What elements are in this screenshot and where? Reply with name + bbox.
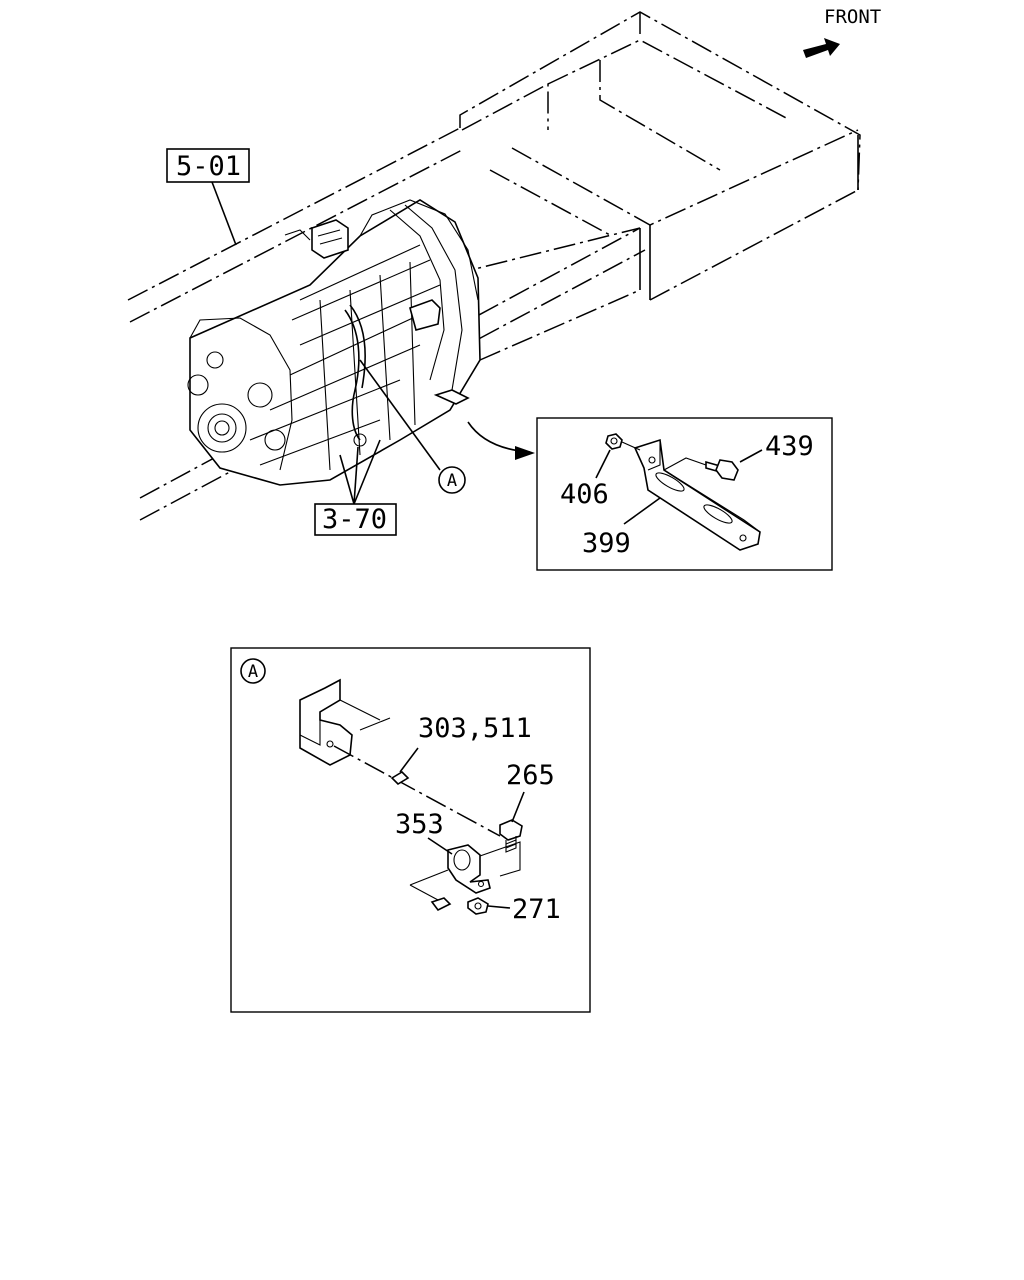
part-leader-303-511 [399, 747, 419, 773]
part-label-271: 271 [512, 894, 561, 925]
detail-a-marker-text: A [447, 471, 457, 491]
pin-lower-icon [409, 869, 452, 912]
frame-ref-leader [211, 181, 237, 246]
part-label-406: 406 [560, 479, 609, 510]
clamp-353-icon [447, 841, 521, 894]
frame-ref-box [166, 148, 250, 183]
front-arrow-icon [803, 38, 840, 58]
part-label-439: 439 [765, 431, 814, 462]
part-leader-439 [739, 449, 763, 463]
transmission-assembly [187, 199, 481, 486]
bracket-inset-frame [536, 417, 833, 571]
part-leader-406 [595, 449, 611, 479]
bolt-439-icon [663, 457, 739, 481]
nut-406-icon [605, 433, 641, 451]
part-leader-353 [427, 837, 453, 855]
part-label-399: 399 [582, 528, 631, 559]
nut-271-icon [467, 897, 489, 915]
detail-a-frame [230, 647, 591, 1013]
frame-ref-label: 5-01 [176, 151, 241, 182]
transmission-ref-label: 3-70 [322, 504, 387, 535]
part-leader-271 [487, 905, 511, 909]
mount-plate-icon [299, 678, 391, 766]
part-leader-265 [511, 791, 525, 823]
transmission-ref-box [314, 503, 397, 536]
detail-a-box-marker-text: A [248, 662, 258, 682]
assembly-axis-line [333, 745, 501, 837]
part-label-303-511: 303,511 [418, 713, 532, 744]
part-leader-399 [623, 497, 661, 525]
front-label: FRONT [824, 6, 881, 28]
detail-a-marker [438, 466, 466, 494]
bracket-399-icon [633, 438, 761, 551]
detail-a-box-marker [240, 658, 266, 684]
pin-303-511-icon [390, 770, 410, 786]
detail-a-leader [359, 359, 441, 471]
inset-pointer-arrow [467, 421, 535, 460]
transmission-ref-leaders [339, 439, 381, 505]
part-label-353: 353 [395, 809, 444, 840]
part-label-265: 265 [506, 760, 555, 791]
bolt-265-icon [499, 819, 523, 853]
